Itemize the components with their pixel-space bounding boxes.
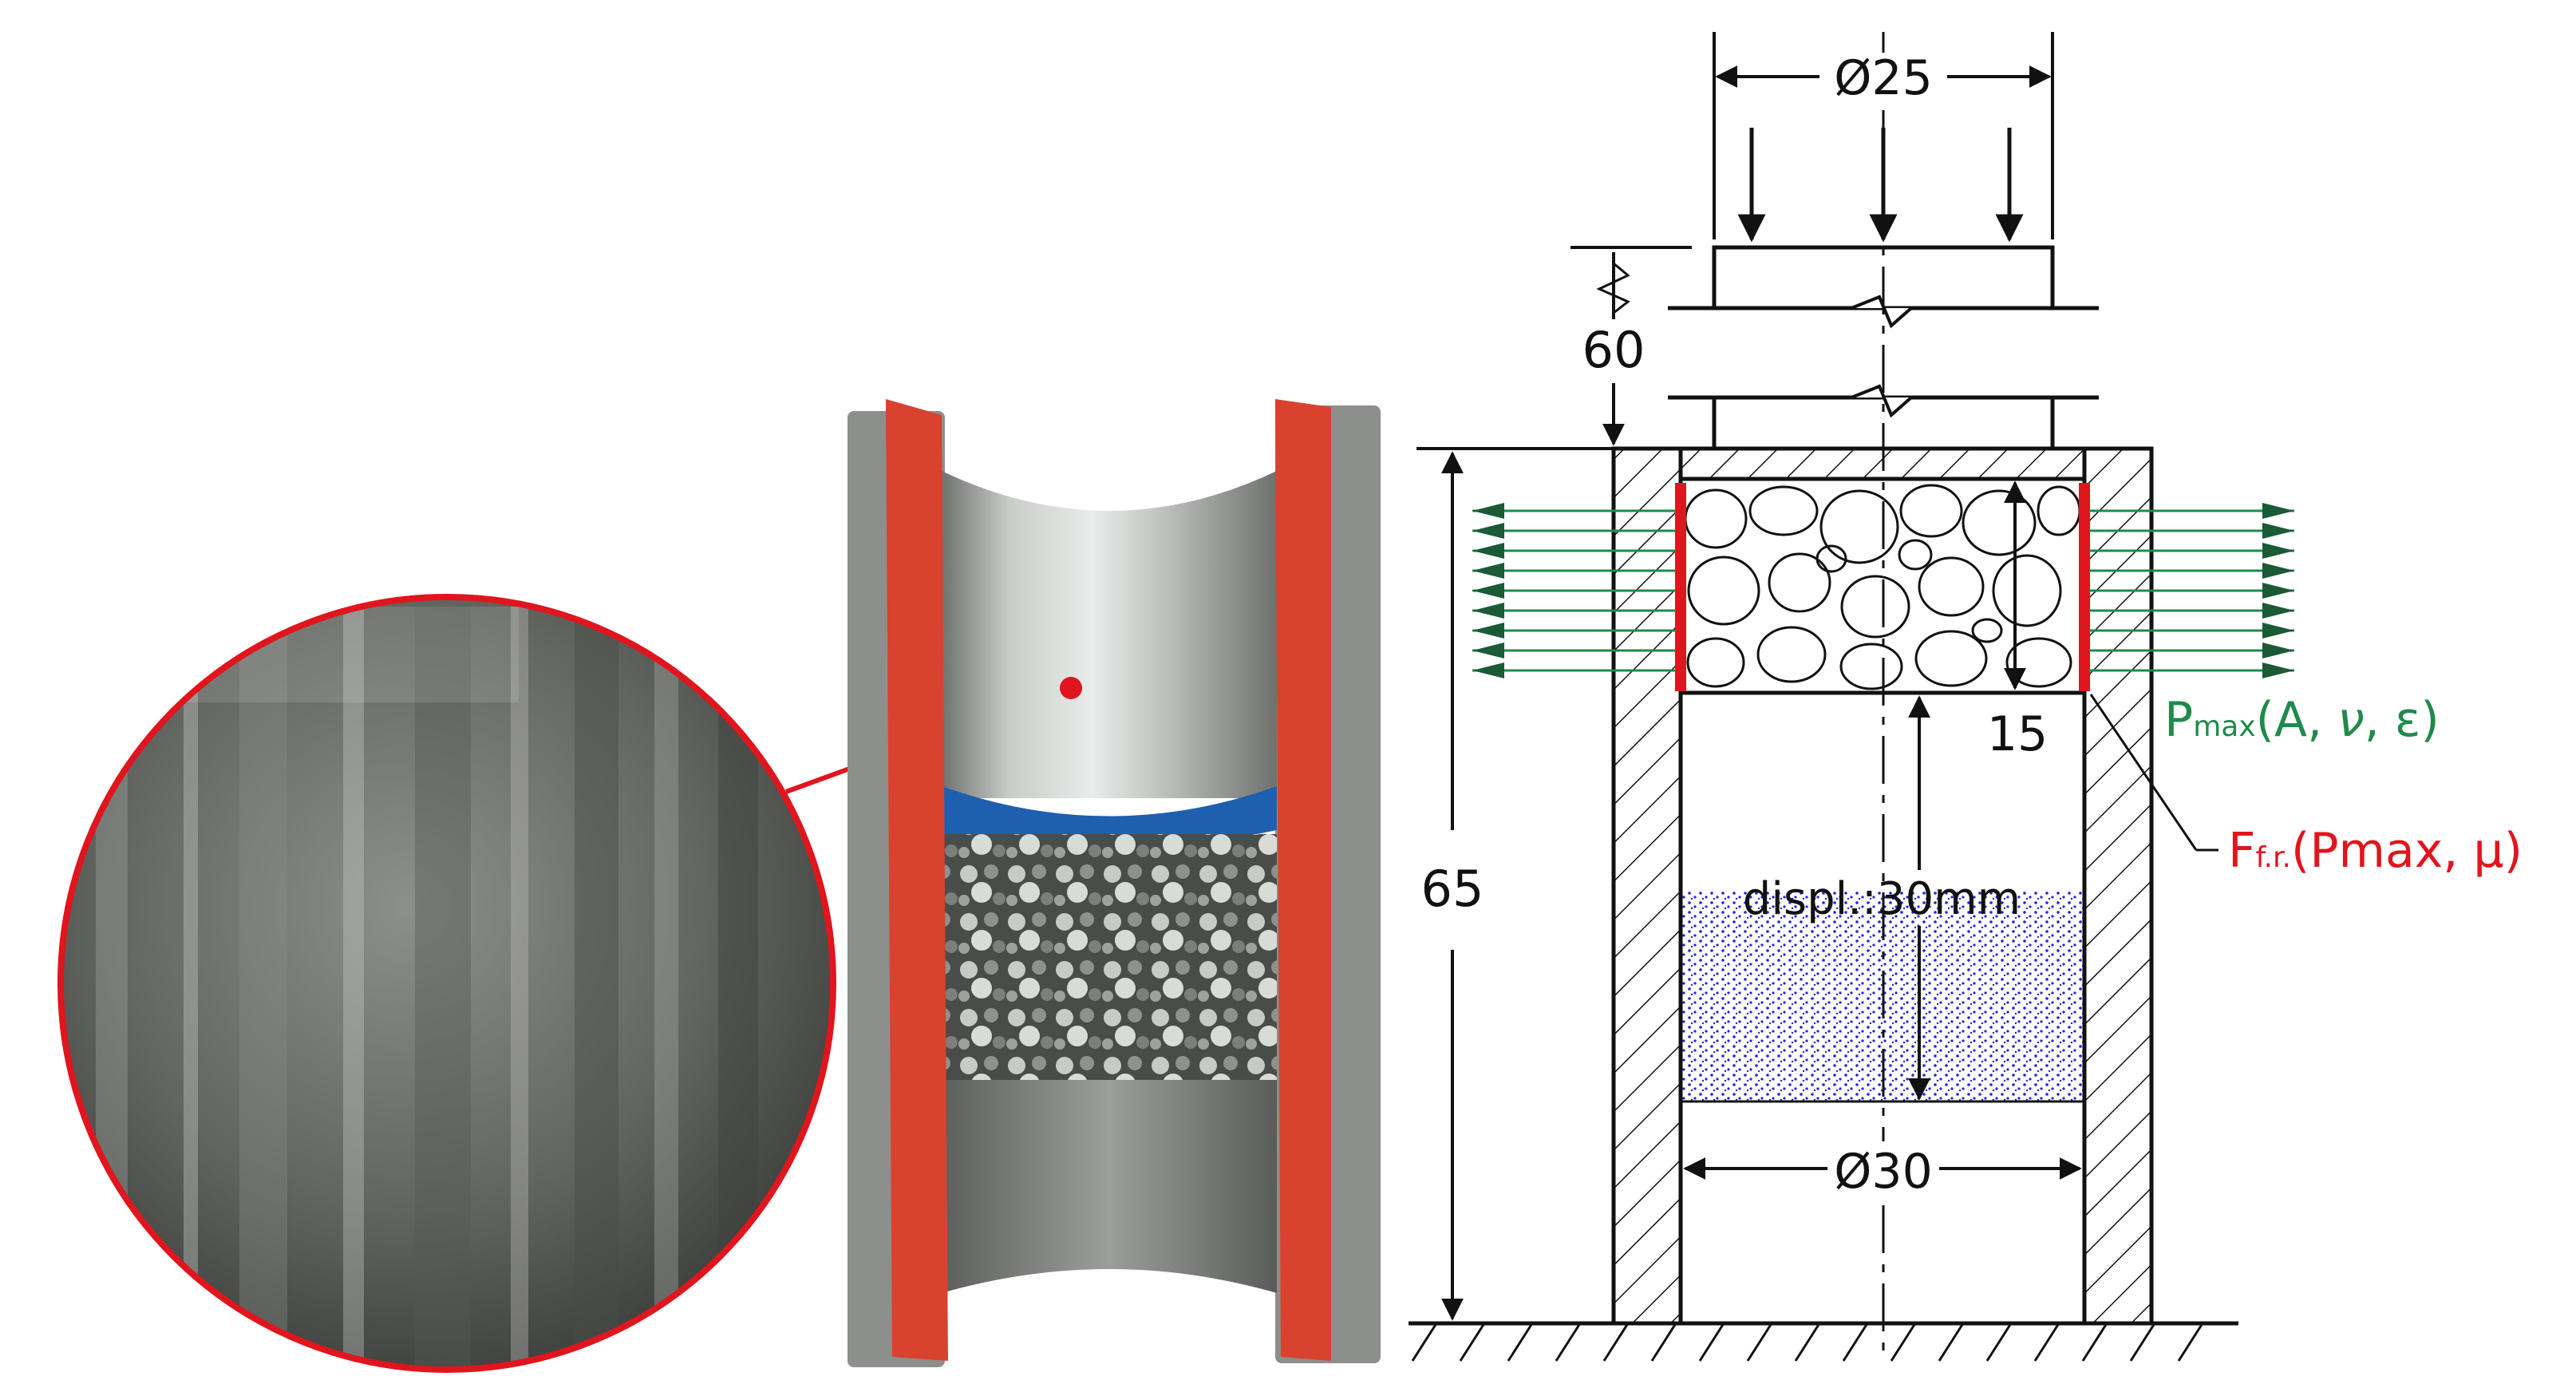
label-dim-65: 65 <box>1421 860 1484 918</box>
zoom-target-dot <box>1060 677 1082 699</box>
label-friction: Ff.r.(Pmax, μ) <box>2228 823 2523 879</box>
dim-60 <box>1570 246 1692 446</box>
load-arrows <box>1737 128 2024 243</box>
label-pressure: Pmax(A, ν, ε) <box>2164 692 2440 748</box>
tube-inner-upper <box>942 471 1277 798</box>
zoom-detail <box>57 594 836 1373</box>
cylinder-wall-left <box>1611 446 1683 1326</box>
label-dim-60: 60 <box>1582 321 1646 379</box>
cylinder-wall-right <box>2082 446 2154 1326</box>
zoom-streaks <box>96 607 758 1370</box>
tube-inner-lower <box>942 1080 1277 1293</box>
friction-leader <box>2089 694 2198 851</box>
drawing-labels: Ø25 60 65 15 displ.:30mm Ø30 Pmax(A, ν, … <box>1416 50 2523 1200</box>
pressure-arrows-left <box>1472 509 1676 672</box>
pressure-heads-left <box>1472 503 1504 678</box>
dim-displacement <box>1682 695 2083 1103</box>
ground-hatch <box>1411 1323 2204 1362</box>
dim-top-diameter <box>1713 32 2054 239</box>
label-dim-15: 15 <box>1987 706 2048 762</box>
pressure-arrows-right <box>2089 509 2294 672</box>
pressure-heads-right <box>2262 503 2294 678</box>
label-top-diameter: Ø25 <box>1834 50 1933 106</box>
specimen-photo <box>847 399 1381 1367</box>
blue-insert <box>942 786 1277 849</box>
label-displacement: displ.:30mm <box>1743 873 2021 925</box>
technical-drawing <box>1409 32 2294 1362</box>
dim-65 <box>1416 447 1614 1321</box>
red-marking-right <box>1275 399 1331 1361</box>
red-marking-left <box>886 399 948 1361</box>
foam-specimen <box>942 834 1277 1080</box>
label-bottom-diameter: Ø30 <box>1834 1144 1933 1200</box>
